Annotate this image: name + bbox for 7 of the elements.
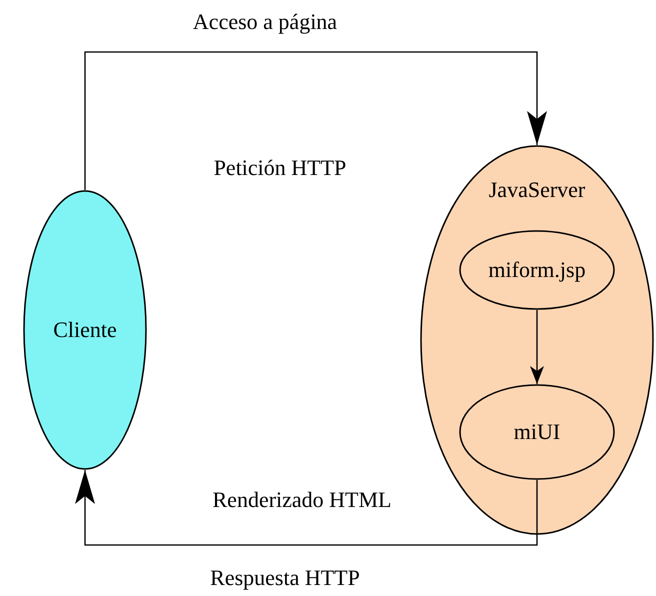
node-label: JavaServer xyxy=(488,177,586,203)
node-label: miform.jsp xyxy=(488,257,586,283)
node-label: Cliente xyxy=(53,317,117,343)
arrow xyxy=(75,470,538,546)
arrow xyxy=(530,310,544,384)
node-label: miUI xyxy=(514,419,560,445)
arrow xyxy=(84,51,547,190)
